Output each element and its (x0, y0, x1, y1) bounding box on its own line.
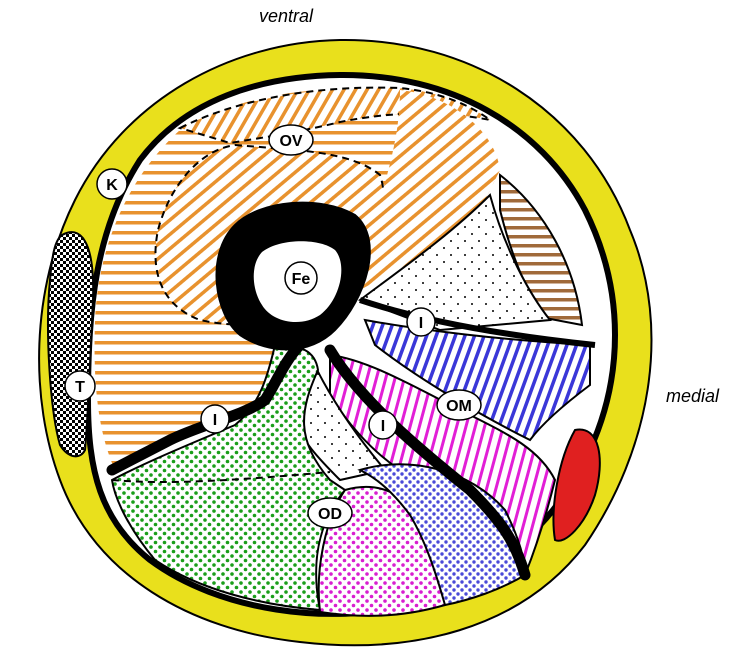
label-ov: OV (269, 125, 313, 155)
label-t: T (65, 371, 95, 401)
label-i-center: I (369, 411, 397, 439)
label-fe: Fe (285, 262, 317, 294)
svg-text:Fe: Fe (292, 271, 311, 288)
region-t-checker (48, 232, 93, 456)
svg-text:OV: OV (279, 133, 302, 150)
svg-text:I: I (213, 412, 217, 429)
svg-text:T: T (75, 379, 85, 396)
label-od: OD (308, 498, 352, 528)
svg-text:I: I (419, 315, 423, 332)
svg-text:I: I (381, 418, 385, 435)
label-om: OM (437, 390, 481, 420)
svg-text:OM: OM (446, 398, 472, 415)
svg-text:OD: OD (318, 506, 342, 523)
label-i-left: I (201, 405, 229, 433)
svg-text:K: K (106, 177, 118, 194)
label-k: K (97, 169, 127, 199)
label-i-upper-right: I (407, 308, 435, 336)
